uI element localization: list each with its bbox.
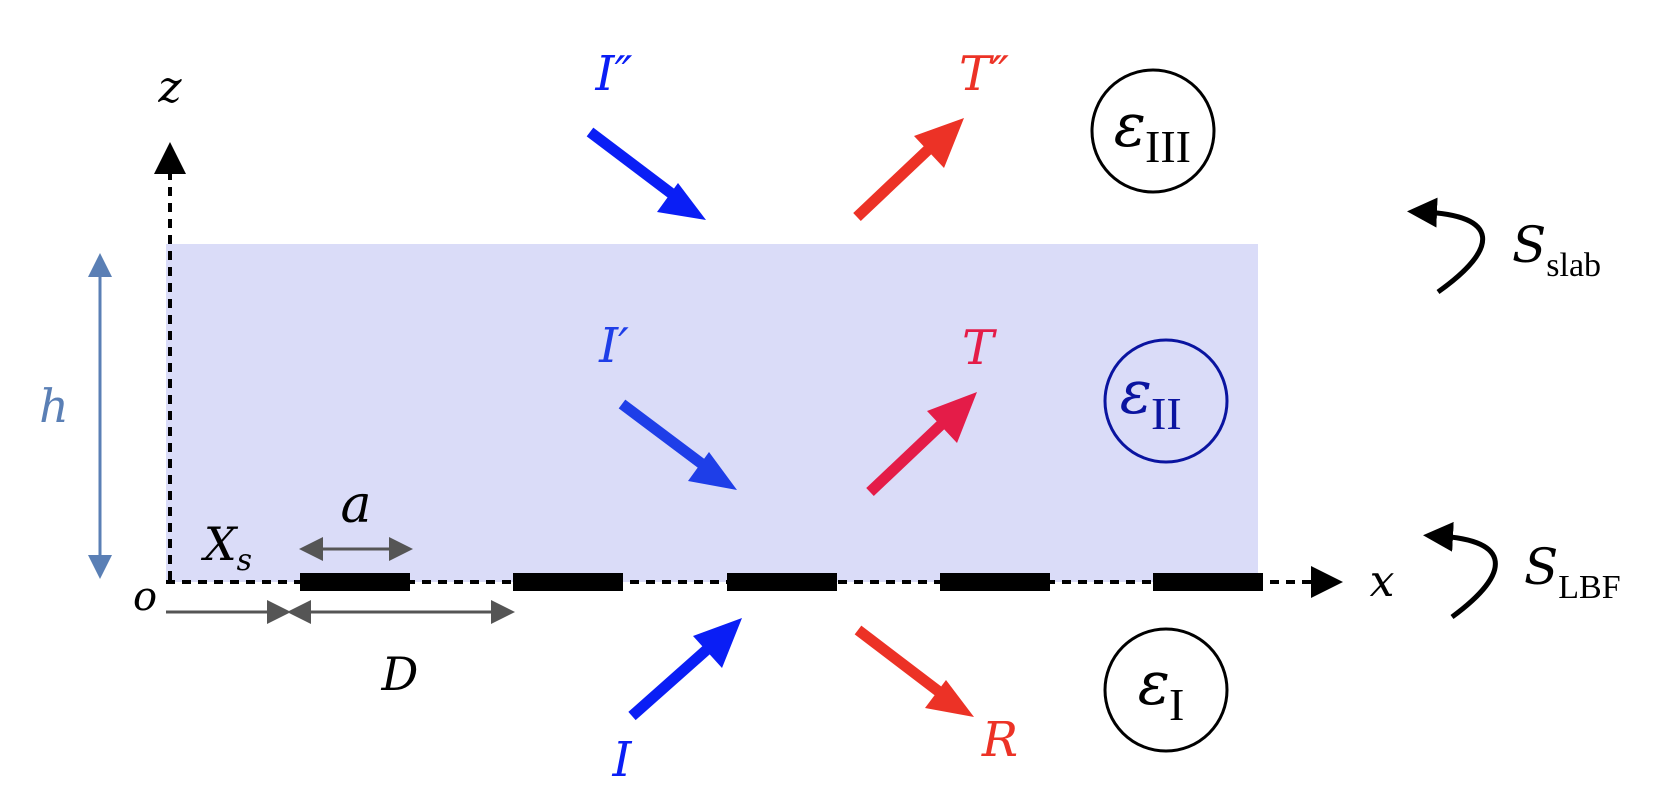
- svg-text:III: III: [1145, 121, 1191, 172]
- transmitted-top-label: T″: [959, 46, 1009, 102]
- incident-arrow-bottom: [628, 618, 742, 721]
- slab-region: [166, 244, 1258, 582]
- z-axis-label: z: [157, 62, 182, 113]
- svg-text:I: I: [1169, 679, 1184, 730]
- transmitted-mid-label: T: [962, 320, 997, 376]
- strip-width-label: a: [340, 475, 371, 535]
- x-axis-label: x: [1370, 556, 1395, 607]
- transmitted-arrow-top: [853, 118, 964, 221]
- metal-strip: [513, 573, 623, 591]
- incident-top-label: I″: [595, 46, 633, 102]
- svg-text:ε: ε: [1138, 649, 1170, 719]
- reflected-arrow-bottom: [854, 625, 974, 717]
- reflected-bottom-label: R: [981, 712, 1018, 768]
- period-label: D: [381, 647, 419, 701]
- s-lbf-label: SLBF: [1524, 538, 1621, 606]
- metal-strips: [300, 573, 1263, 591]
- incident-mid-label: I′: [598, 318, 629, 374]
- svg-text:II: II: [1151, 388, 1182, 439]
- incident-bottom-label: I: [612, 732, 633, 788]
- metal-strip: [1153, 573, 1263, 591]
- s-slab-label: Sslab: [1512, 216, 1601, 284]
- svg-text:ε: ε: [1120, 358, 1152, 428]
- transmitted-arrow-mid: [866, 392, 977, 496]
- metal-strip: [940, 573, 1050, 591]
- svg-text:ε: ε: [1114, 91, 1146, 161]
- region-2-label: ε II: [1103, 338, 1229, 464]
- offset-label: Xs: [201, 517, 252, 578]
- metal-strip: [727, 573, 837, 591]
- region-3-label: ε III: [1090, 68, 1216, 194]
- s-slab-rotation-arrow: [1407, 197, 1485, 295]
- origin-label: o: [133, 574, 157, 620]
- incident-arrow-mid: [618, 399, 737, 490]
- height-label: h: [39, 379, 69, 433]
- incident-arrow-top: [586, 127, 706, 220]
- s-lbf-rotation-arrow: [1423, 521, 1498, 620]
- metal-strip: [300, 573, 410, 591]
- region-1-label: ε I: [1103, 627, 1229, 753]
